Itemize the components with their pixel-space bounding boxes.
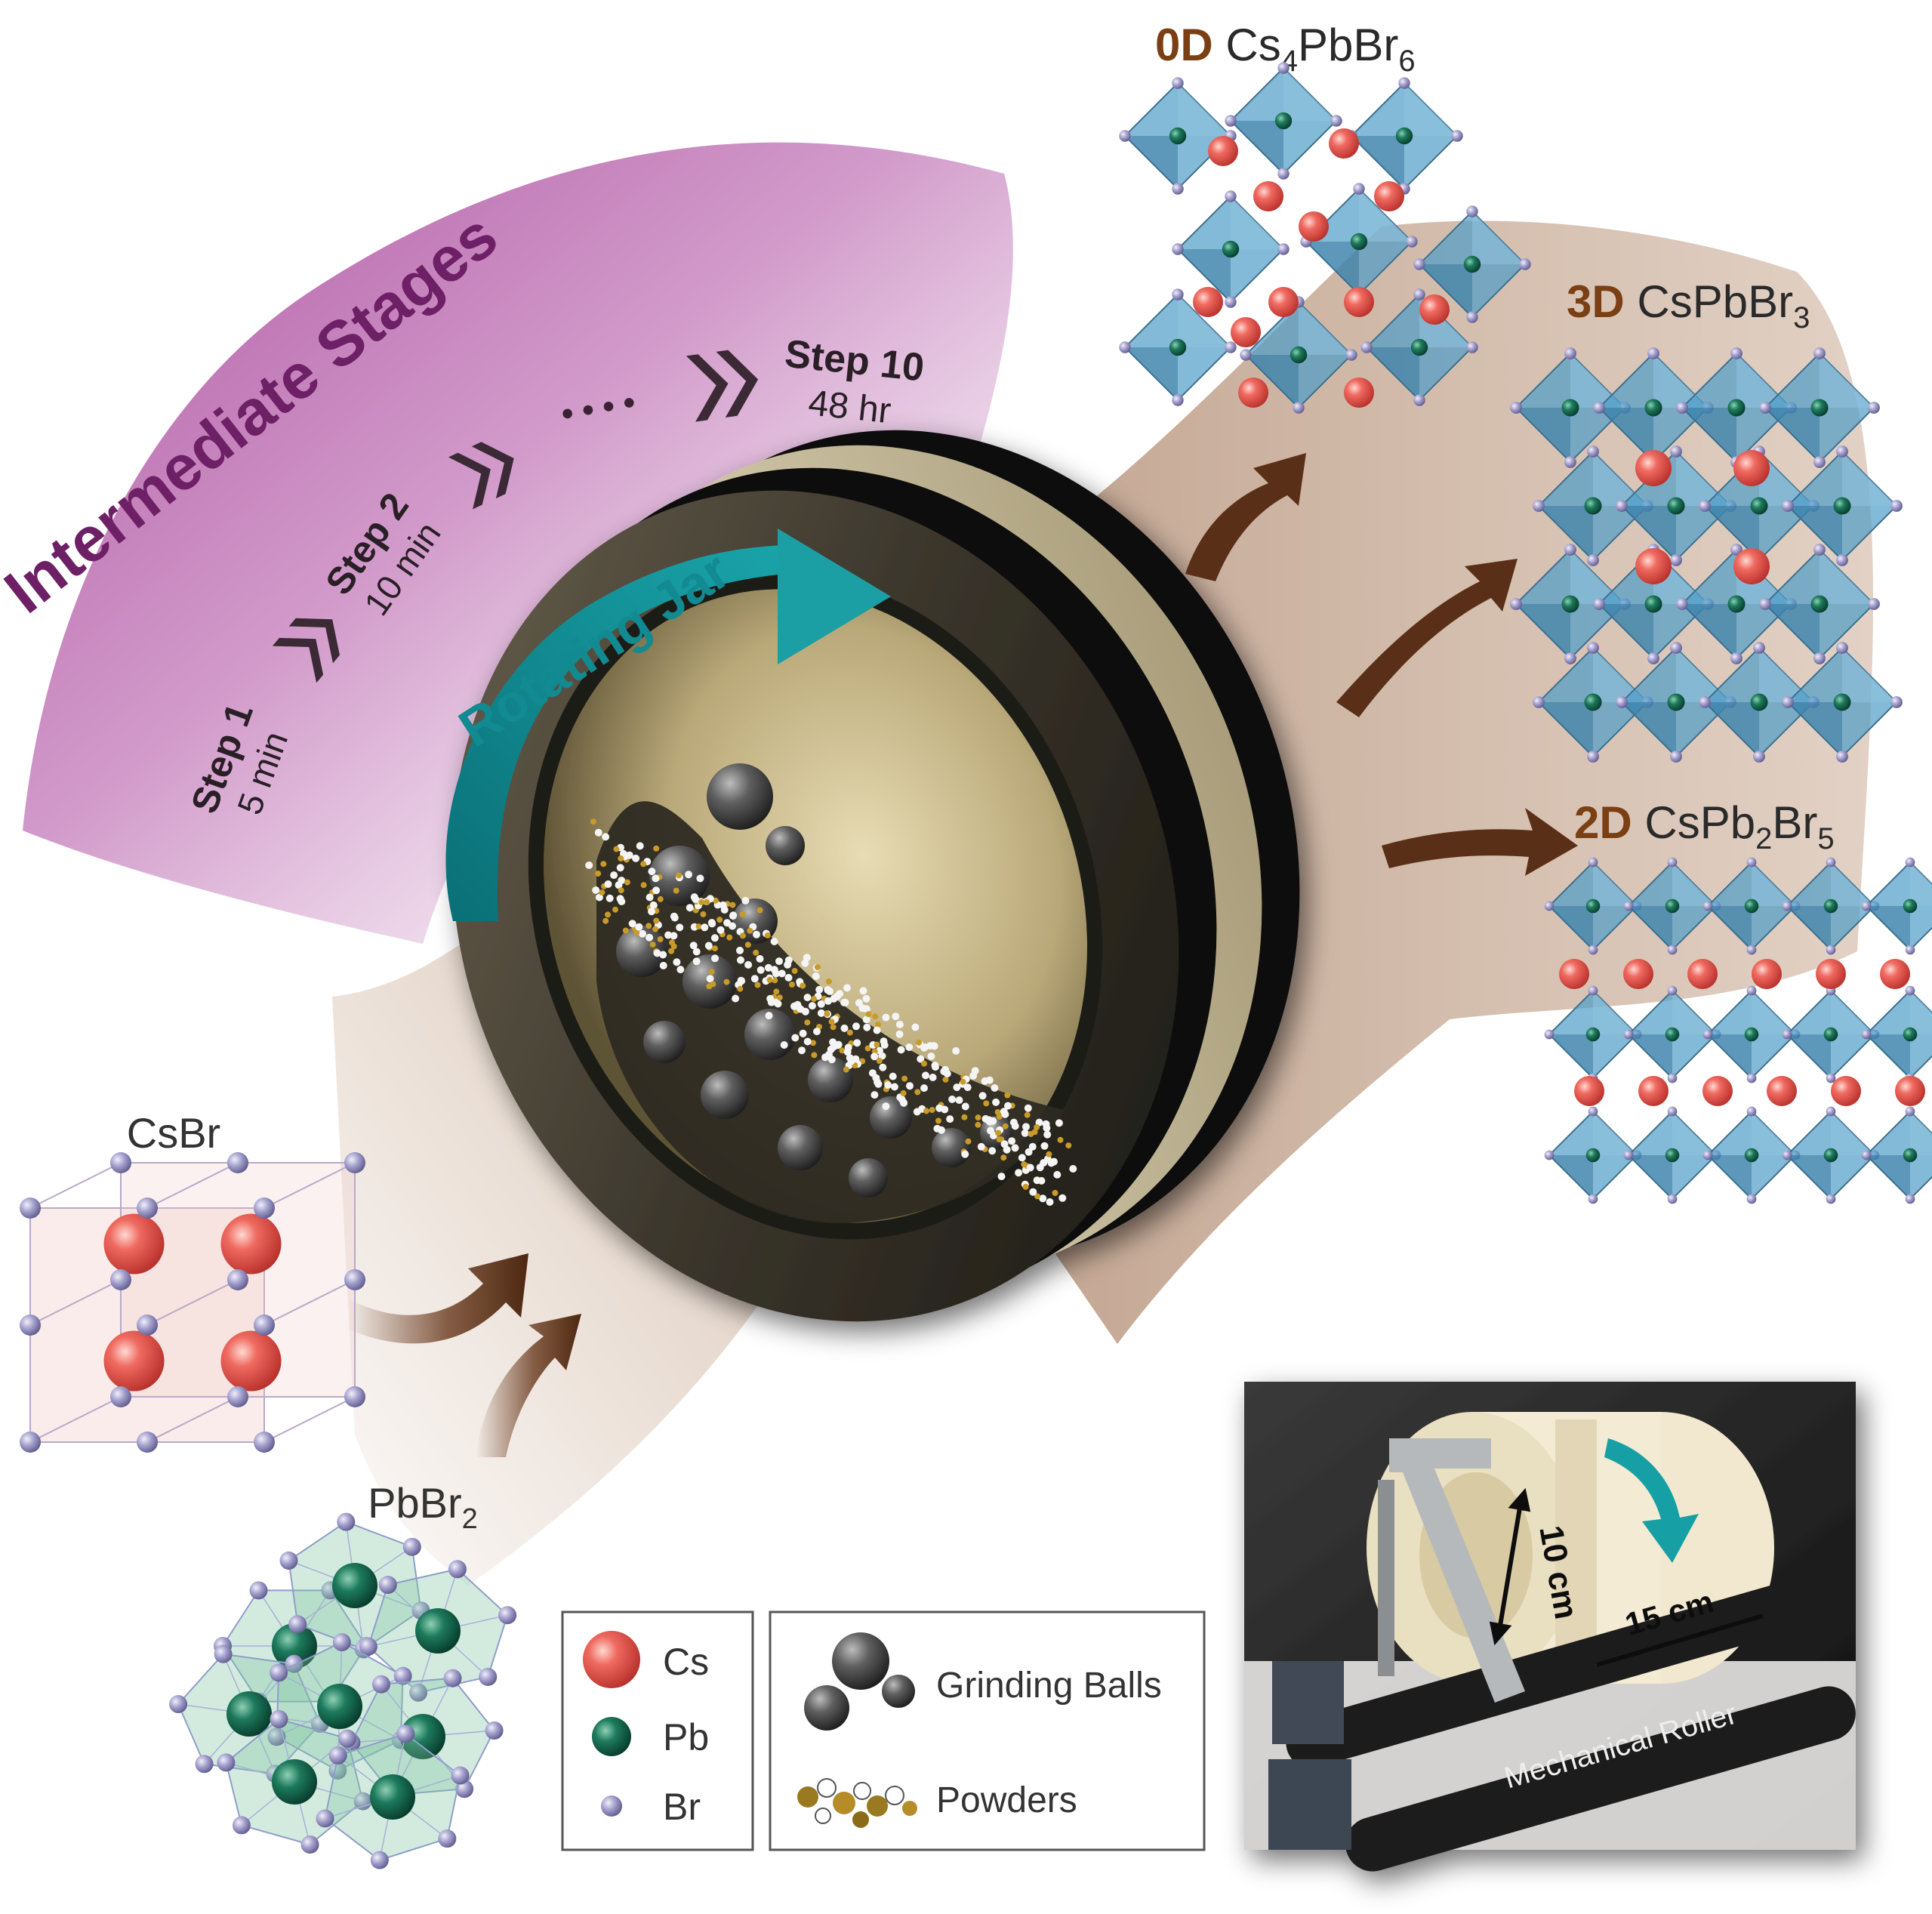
photo-bracket <box>1389 1438 1525 1703</box>
photo-rollers <box>1268 1573 1856 1872</box>
structure-2d <box>1544 857 1932 1204</box>
legend-powders-label: Powders <box>936 1780 1077 1820</box>
product-3d-label: 3D CsPbBr3 <box>1567 276 1810 334</box>
legend-powders-icon <box>797 1778 917 1828</box>
chevron-step1-icon <box>272 618 340 683</box>
structure-3d <box>1510 347 1903 763</box>
flow-arrow-2d-icon <box>1382 808 1578 876</box>
flow-arrow-3d-icon <box>1336 559 1518 717</box>
legend-br-icon <box>601 1795 622 1817</box>
legend-cs-icon <box>583 1631 640 1688</box>
legend-br-label: Br <box>663 1786 701 1828</box>
legend-pb-icon <box>592 1717 631 1756</box>
csbr-lattice <box>20 1152 365 1453</box>
pbbr2-subscript: 2 <box>462 1503 478 1535</box>
photo-rotation-arrow-icon <box>1604 1438 1699 1563</box>
legend-cs-label: Cs <box>663 1641 709 1683</box>
intermediate-band <box>23 142 1013 944</box>
photo-length-arrow <box>1596 1613 1764 1667</box>
product-0d-label: 0D Cs4PbBr6 <box>1155 20 1416 78</box>
pbbr2-structure <box>169 1512 517 1869</box>
atom-legend: Cs Pb Br <box>561 1610 754 1851</box>
rotation-arrow-icon <box>445 545 785 921</box>
step10-time: 48 hr <box>806 383 892 431</box>
chevron-step2-icon <box>448 442 514 510</box>
legend-grinding-balls-label: Grinding Balls <box>936 1666 1162 1706</box>
legend-grinding-balls-icon <box>804 1632 915 1731</box>
pbbr2-label: PbBr2 <box>368 1479 478 1535</box>
rotation-arrowhead-icon <box>778 529 891 664</box>
flow-arrow-0d-icon <box>1185 453 1306 581</box>
flow-arrow-pbbr2-icon <box>476 1314 581 1457</box>
legend-pb-label: Pb <box>663 1716 709 1758</box>
photo-diameter-arrow <box>1496 1498 1524 1635</box>
flow-arrow-csbr-icon <box>347 1253 528 1344</box>
photo-inset: 10 cm 15 cm Mechanical Roller <box>1244 1382 1856 1872</box>
chevron-step10-icon <box>686 350 759 422</box>
structure-0d <box>1119 62 1531 414</box>
csbr-label: CsBr <box>127 1109 220 1157</box>
jar-powder-particles <box>585 818 1077 1206</box>
material-legend: Grinding Balls Powders <box>769 1610 1206 1851</box>
product-2d-label: 2D CsPb2Br5 <box>1574 797 1835 855</box>
